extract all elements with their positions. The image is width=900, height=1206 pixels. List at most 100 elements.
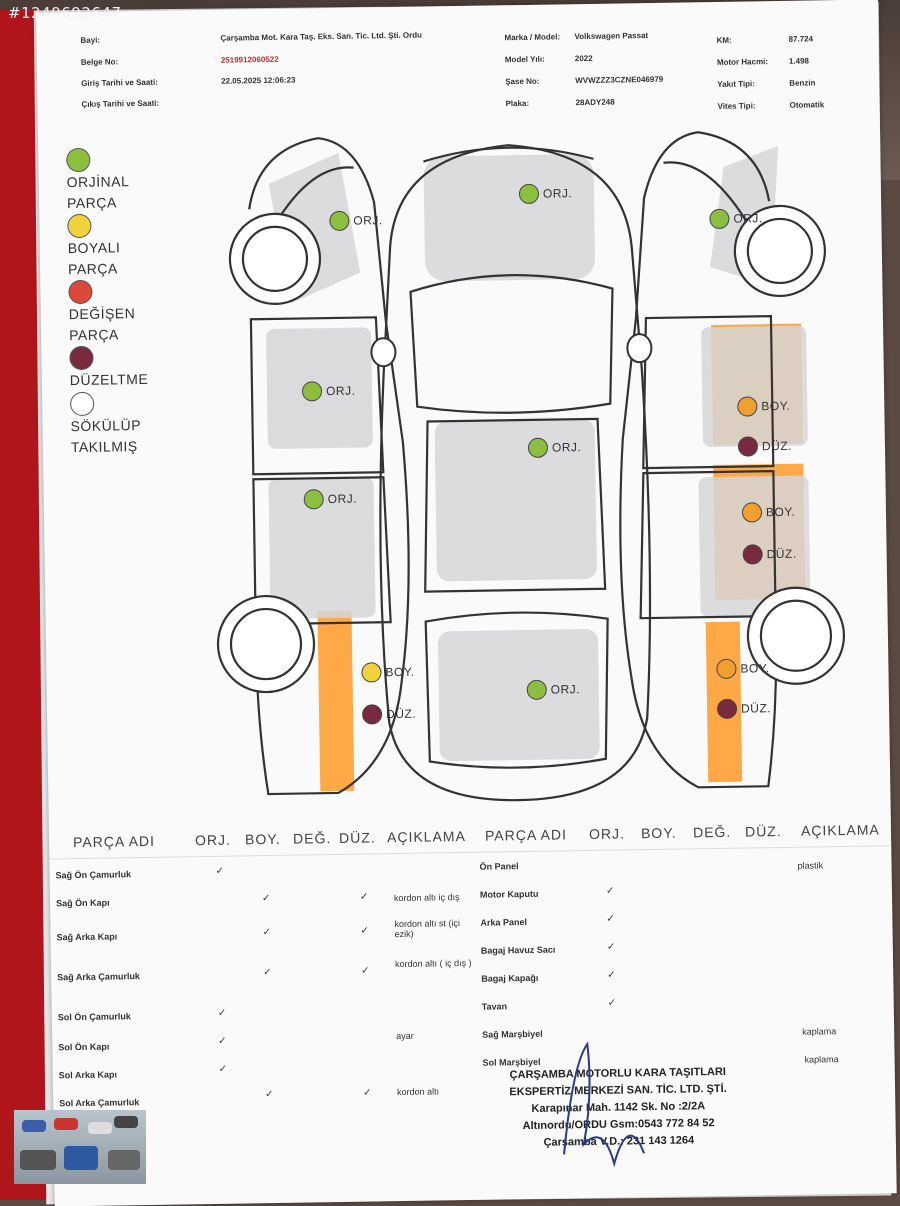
marker-left-rear-fender-repaired: DÜZ. [361, 704, 416, 725]
maroon-circle-icon [742, 544, 763, 565]
legend-item-repaired: DÜZELTME [69, 344, 180, 392]
orange-circle-icon [737, 396, 758, 417]
legend-label: SÖKÜLÜP [70, 417, 142, 435]
marker-label: BOY. [385, 664, 415, 680]
yellow-circle-icon [361, 662, 382, 683]
cikis-label: Çıkış Tarihi ve Saati: [81, 98, 160, 109]
marker-hood: ORJ. [518, 183, 573, 205]
km-label: KM: [716, 35, 732, 45]
col-header-duz-right: DÜZ. [744, 823, 782, 840]
legend-label: DEĞİŞEN [68, 305, 136, 323]
table-row-part: Sol Ön Çamurluk [57, 1011, 131, 1023]
check-icon: ✓ [606, 913, 615, 925]
marker-left-front-fender: ORJ. [329, 210, 383, 232]
white-circle-icon [70, 391, 95, 417]
legend-label: PARÇA [66, 194, 117, 212]
check-icon: ✓ [264, 1089, 274, 1101]
marker-label: BOY. [761, 398, 791, 414]
table-row-part: Sağ Marşbiyel [482, 1028, 543, 1040]
green-circle-icon [329, 210, 350, 232]
maroon-circle-icon [69, 345, 94, 371]
check-icon: ✓ [607, 997, 617, 1009]
green-circle-icon [303, 489, 324, 510]
check-icon: ✓ [607, 969, 616, 981]
orange-circle-icon [716, 658, 737, 680]
car-icon [54, 1118, 78, 1130]
plaka-label: Plaka: [505, 98, 530, 109]
marker-trunk: ORJ. [526, 679, 581, 700]
table-row-note: kaplama [804, 1054, 839, 1065]
table-row-part: Sol Arka Kapı [58, 1069, 118, 1081]
col-header-boy-right: BOY. [640, 824, 677, 842]
table-row-part: Sağ Arka Çamurluk [57, 971, 140, 983]
marker-label: ORJ. [327, 491, 358, 507]
km-value: 87.724 [788, 34, 814, 44]
col-header-part-left: PARÇA ADI [72, 832, 156, 851]
model-yili-value: 2022 [574, 53, 593, 64]
col-header-deg-left: DEĞ. [292, 830, 332, 847]
green-circle-icon [527, 437, 549, 458]
vites-value: Otomatik [789, 100, 825, 110]
green-circle-icon [526, 679, 547, 700]
maroon-circle-icon [716, 698, 738, 720]
table-row-note: kordon altı ( iç dış ) [394, 957, 472, 970]
marker-left-front-door: ORJ. [301, 381, 356, 402]
yakit-label: Yakıt Tipi: [717, 79, 755, 89]
legend-label: DÜZELTME [69, 370, 149, 389]
plaka-value: 28ADY248 [575, 97, 615, 108]
marker-label: ORJ. [353, 213, 383, 228]
green-circle-icon [301, 381, 323, 402]
sase-label: Şase No: [505, 76, 540, 87]
marker-right-front-door-repaired: DÜZ. [737, 436, 792, 457]
table-row-note: plastik [797, 860, 824, 871]
bayi-label: Bayi: [80, 35, 101, 45]
legend-item-painted: BOYALI PARÇA [67, 212, 178, 280]
marker-label: ORJ. [550, 682, 581, 697]
check-icon: ✓ [215, 865, 225, 877]
model-yili-label: Model Yılı: [504, 54, 545, 65]
legend-item-replaced: DEĞİŞEN PARÇA [68, 278, 179, 346]
car-icon [88, 1122, 112, 1134]
giris-label: Giriş Tarihi ve Saati: [81, 77, 159, 88]
check-icon: ✓ [261, 893, 271, 905]
marker-left-rear-door: ORJ. [303, 489, 358, 510]
legend-label: TAKILMIŞ [70, 438, 138, 456]
col-header-deg-right: DEĞ. [692, 823, 732, 841]
yakit-value: Benzin [789, 78, 816, 88]
check-icon: ✓ [218, 1035, 227, 1047]
table-divider [49, 845, 892, 860]
col-header-boy-left: BOY. [244, 830, 281, 848]
expertise-report-sheet: Bayi: Çarşamba Mot. Kara Taş. Eks. San. … [36, 0, 897, 1206]
belge-value: 2519912060522 [220, 54, 279, 65]
legend-label: ORJİNAL [66, 173, 130, 191]
table-row-part: Arka Panel [480, 917, 528, 928]
car-icon [64, 1146, 98, 1170]
table-row-part: Tavan [481, 1001, 508, 1012]
table-row-note: ayar [396, 1030, 414, 1042]
check-icon: ✓ [262, 927, 272, 939]
table-row-part: Sol Ön Kapı [58, 1041, 110, 1053]
yellow-circle-icon [67, 213, 92, 239]
col-header-note-right: AÇIKLAMA [800, 821, 880, 839]
signature-icon [563, 1041, 645, 1168]
col-header-orj-right: ORJ. [588, 825, 626, 843]
color-legend: ORJİNAL PARÇA BOYALI PARÇA DEĞİŞEN PARÇA… [66, 146, 181, 458]
table-row-note: kordon altı iç dış [393, 892, 460, 904]
table-row-part: Bagaj Kapağı [481, 972, 539, 984]
dealer-logo-thumbnail [14, 1110, 146, 1184]
table-row-part: Sağ Ön Çamurluk [55, 869, 132, 881]
table-row-part: Sağ Ön Kapı [55, 897, 110, 909]
legend-item-removed: SÖKÜLÜP TAKILMIŞ [70, 390, 181, 458]
check-icon: ✓ [606, 941, 616, 953]
green-circle-icon [66, 147, 91, 173]
legend-label: PARÇA [67, 260, 118, 278]
col-header-duz-left: DÜZ. [338, 829, 376, 846]
marker-right-rear-door-repaired: DÜZ. [742, 544, 797, 565]
car-icon [20, 1150, 56, 1170]
table-row-part: Bagaj Havuz Sacı [480, 944, 556, 956]
car-icon [108, 1150, 140, 1170]
marker-right-front-fender: ORJ. [709, 208, 763, 230]
giris-value: 22.05.2025 12:06:23 [221, 75, 296, 86]
car-icon [114, 1116, 138, 1128]
orange-circle-icon [741, 502, 763, 523]
